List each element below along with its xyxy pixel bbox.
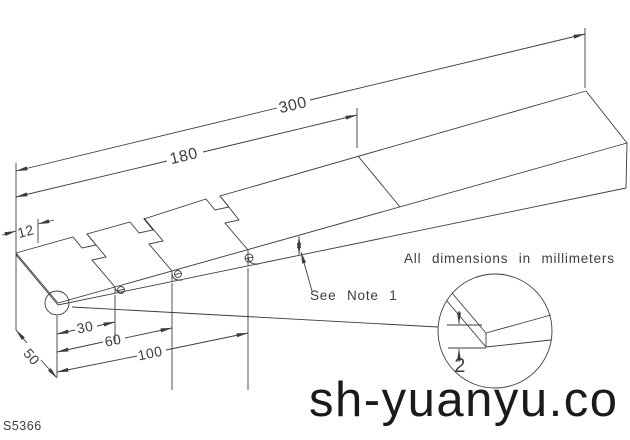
see-note-label: See Note 1 xyxy=(310,288,398,303)
dim-180-label: 180 xyxy=(168,145,199,168)
relief-hole-bar-icon xyxy=(117,288,125,292)
relief-hole-mark-icon xyxy=(244,253,254,263)
relief-hole-bar-icon xyxy=(245,256,253,260)
dim-180-right xyxy=(202,114,358,153)
wedge-bottom-edge xyxy=(15,187,627,306)
dim-12-left-arrow xyxy=(1,230,17,237)
dim-300-right xyxy=(309,33,586,101)
tip-callout-circle xyxy=(44,290,70,316)
relief-hole-bar-icon xyxy=(174,272,182,276)
relief-hole-mark-icon xyxy=(117,286,125,294)
dimension-lines xyxy=(1,33,586,379)
watermark-text: sh-yuanyu.co xyxy=(309,373,619,427)
dim-50-lower xyxy=(40,359,58,379)
dim-180-left xyxy=(15,160,168,198)
dim-2-label: 2 xyxy=(454,355,466,377)
relief-hole-marks xyxy=(117,253,254,294)
dim-50-label: 50 xyxy=(20,345,43,368)
detail-bottom-edge xyxy=(485,339,552,348)
front-face-divisions xyxy=(114,250,249,293)
note-leader xyxy=(300,251,313,292)
detail-leader xyxy=(71,306,439,328)
dim-12-label: 12 xyxy=(16,221,36,241)
dim-300-label: 300 xyxy=(277,94,308,117)
dim-12-right-arrow xyxy=(37,219,55,225)
dim-100-right xyxy=(165,332,249,351)
step-line-180 xyxy=(357,155,401,208)
wedge-right-end xyxy=(585,90,628,189)
dim-50-upper xyxy=(15,329,28,344)
relief-hole-mark-icon xyxy=(174,270,182,278)
step-line-100 xyxy=(219,195,249,251)
dim-30-left xyxy=(56,329,76,335)
dim-100-label: 100 xyxy=(136,343,164,364)
dim-300-left xyxy=(15,107,278,172)
wedge-front-top-edge xyxy=(15,142,628,304)
dim-60-right xyxy=(124,327,173,339)
detail-top-edge xyxy=(485,314,552,334)
detail-circle xyxy=(437,273,553,389)
units-note-label: All dimensions in millimeters xyxy=(404,251,615,266)
wedge-back-edge xyxy=(15,90,587,254)
wedge-body xyxy=(15,90,628,316)
relief-arcs xyxy=(114,256,260,293)
step-line-30 xyxy=(86,233,116,288)
dim-30-right xyxy=(96,321,116,327)
detail-tip-band xyxy=(451,292,487,347)
part-number-label: S5366 xyxy=(3,419,42,433)
dim-60-label: 60 xyxy=(103,331,122,350)
extension-lines xyxy=(15,28,586,390)
step-line-60 xyxy=(143,217,173,272)
dim-60-left xyxy=(56,341,104,353)
dim-30-label: 30 xyxy=(75,318,94,337)
dim-100-left xyxy=(56,355,138,373)
detail-view xyxy=(437,273,553,389)
dimension-labels: 300 180 12 30 60 100 50 2 See Note 1 All… xyxy=(3,94,615,433)
detail-tip-band-lower xyxy=(446,300,487,348)
